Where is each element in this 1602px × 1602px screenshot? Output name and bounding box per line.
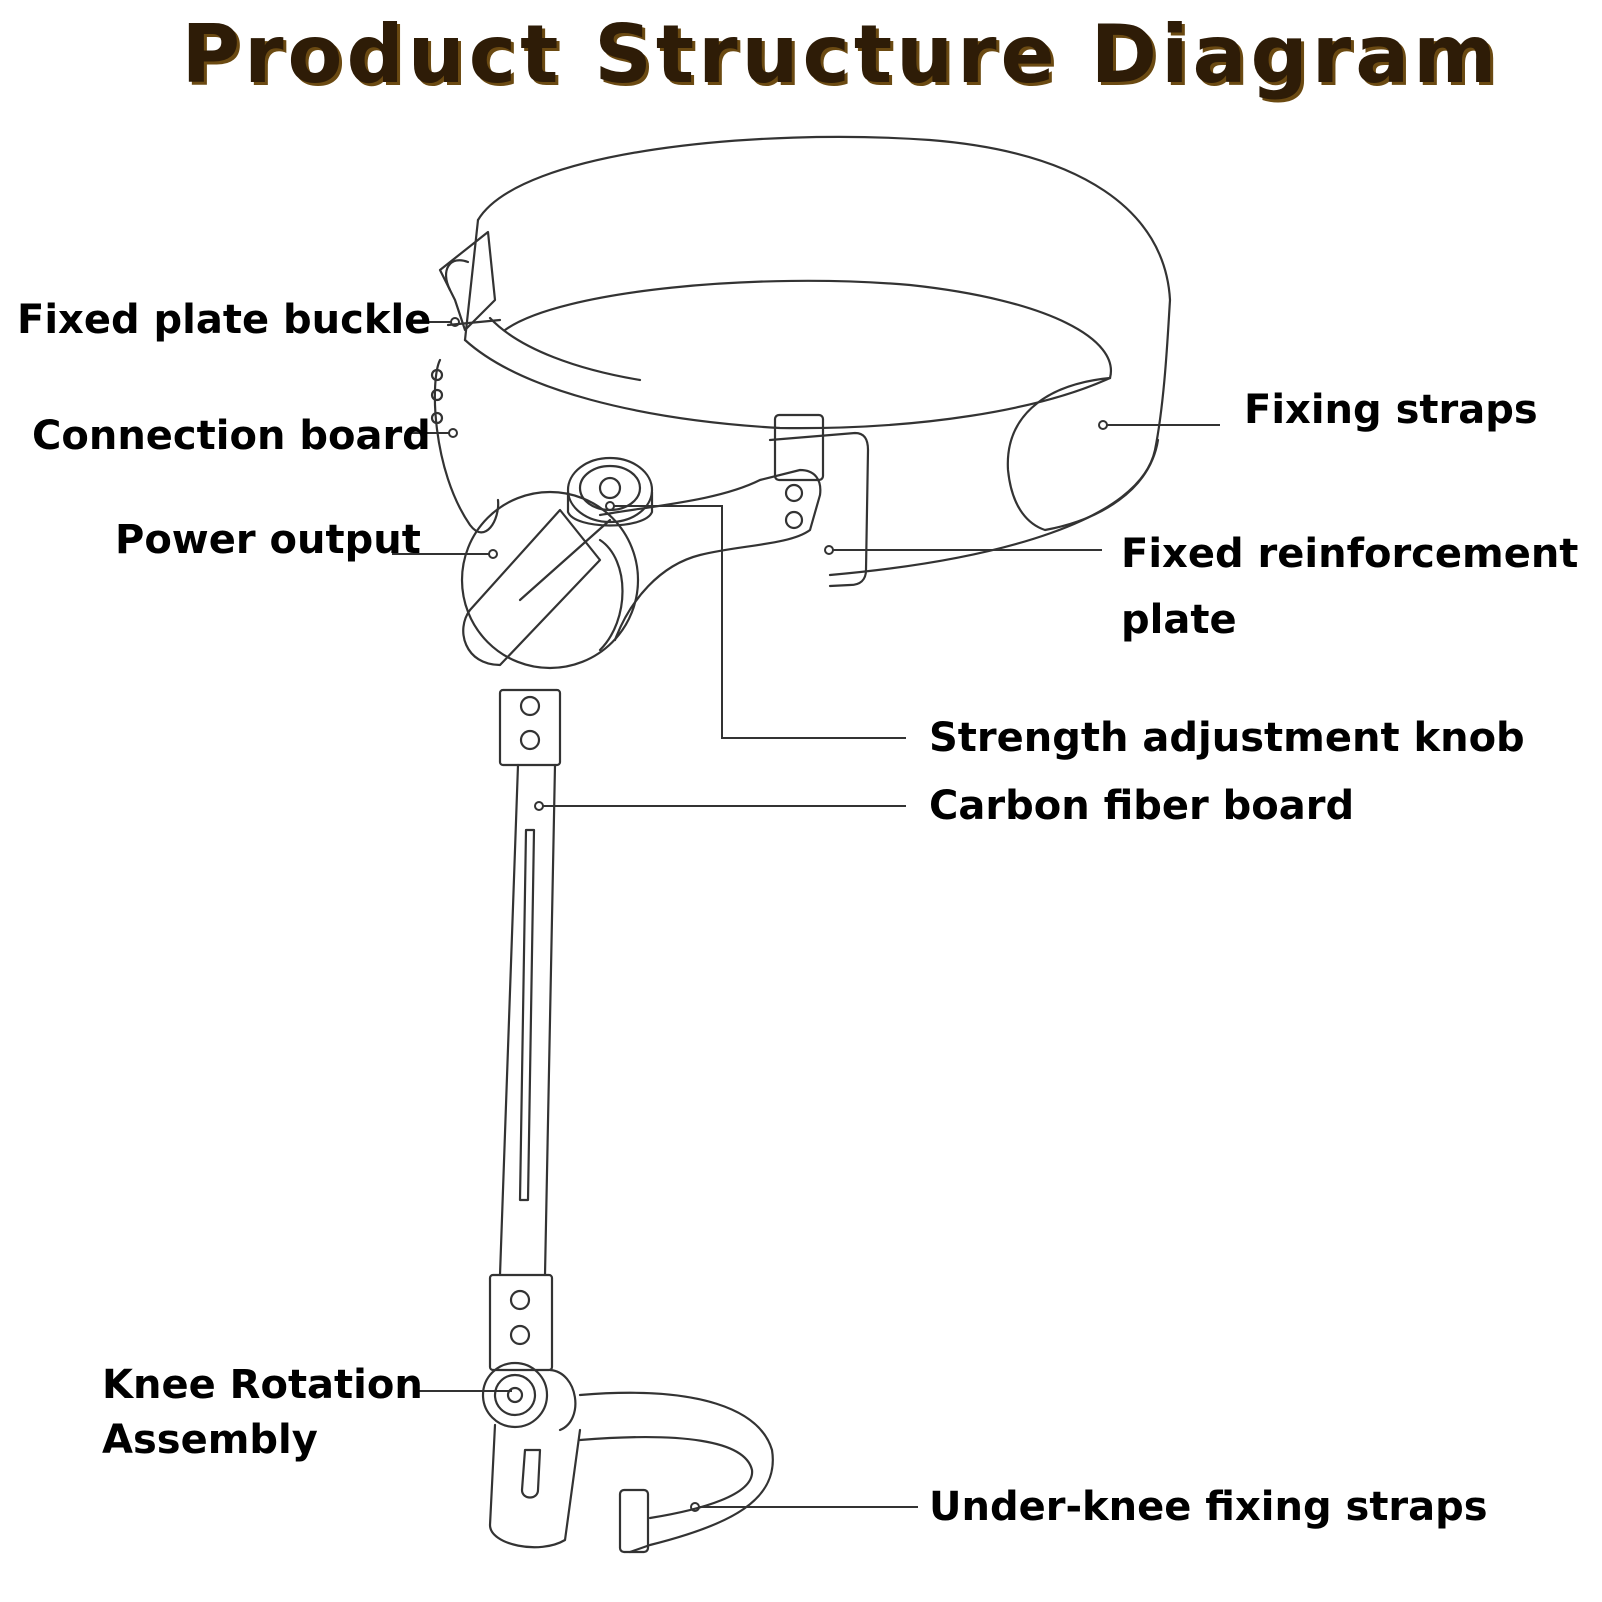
label-fixed-plate-buckle: Fixed plate buckle (17, 297, 432, 343)
leader-lines (392, 317, 1220, 1512)
carbon-fiber-bar (498, 763, 557, 1277)
fixing-strap-pad (1006, 376, 1160, 532)
label-under-knee-fixing-straps: Under-knee fixing straps (929, 1484, 1488, 1530)
adjustment-knob (566, 456, 654, 524)
upper-clamp (498, 688, 562, 767)
lever-arm (462, 508, 602, 667)
label-fixed-reinforcement-plate-line2: plate (1121, 597, 1237, 643)
label-fixed-reinforcement-plate-line1: Fixed reinforcement (1121, 531, 1579, 577)
page-title: Product Structure Diagram (181, 8, 1501, 101)
label-carbon-fiber-board: Carbon fiber board (929, 783, 1355, 829)
lower-plate (488, 1423, 582, 1549)
reinforcement-tab (773, 413, 825, 482)
label-power-output: Power output (115, 517, 421, 563)
hip-joint (460, 490, 640, 670)
label-connection-board: Connection board (32, 413, 431, 459)
label-fixing-straps: Fixing straps (1244, 387, 1538, 433)
knee-clamp (488, 1273, 554, 1372)
label-knee-rotation-assembly-line1: Knee Rotation (102, 1362, 423, 1408)
buckle (438, 230, 497, 332)
waist-belt (476, 135, 1172, 577)
under-knee-strap (578, 1391, 774, 1554)
label-strength-adjustment-knob: Strength adjustment knob (929, 715, 1525, 761)
reinforcement-plate (768, 431, 870, 588)
label-knee-rotation-assembly-line2: Assembly (102, 1417, 318, 1463)
connection-board (433, 358, 500, 534)
knee-rotation (481, 1361, 549, 1429)
